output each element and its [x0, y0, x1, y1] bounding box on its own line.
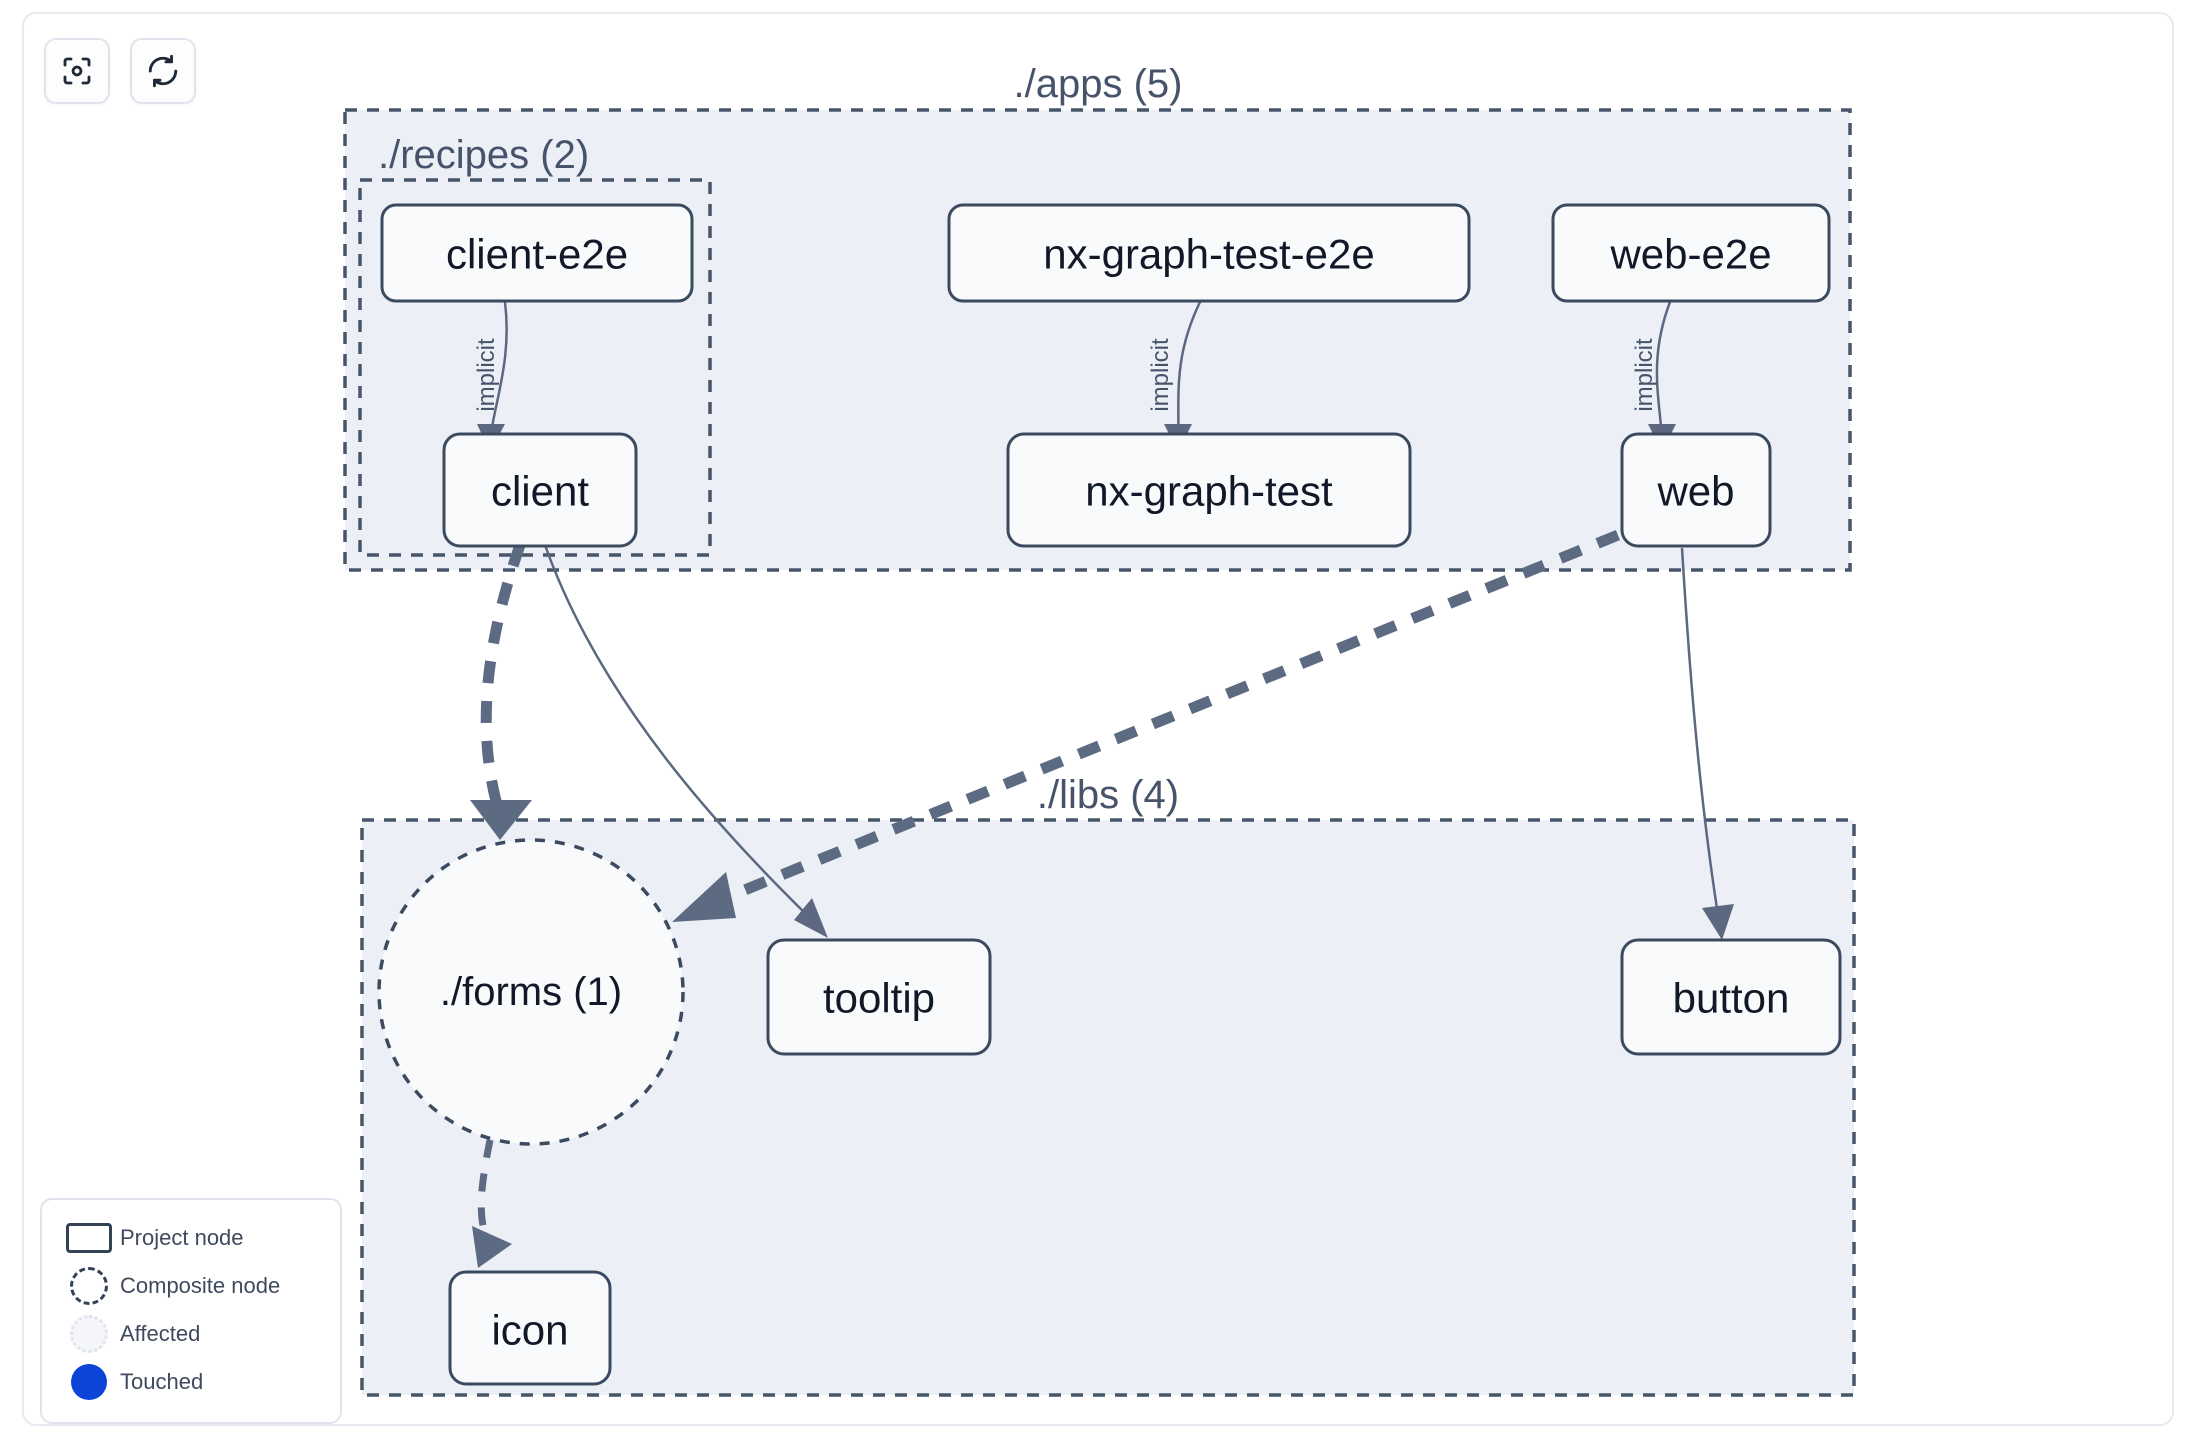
- node-label: client: [491, 468, 589, 515]
- group-recipes-label: ./recipes (2): [378, 133, 589, 177]
- project-node-swatch: [58, 1223, 120, 1253]
- edge-label-implicit: implicit: [1147, 338, 1174, 412]
- edge-client-to-forms[interactable]: [470, 543, 532, 840]
- refresh-button[interactable]: [130, 38, 196, 104]
- arrow-head: [472, 1226, 512, 1268]
- edge-line: [480, 543, 526, 807]
- edge-line: [543, 544, 813, 921]
- node-rect[interactable]: [448, 1270, 612, 1386]
- composite-node-swatch: [58, 1267, 120, 1305]
- node-circle[interactable]: [377, 838, 685, 1146]
- node-rect[interactable]: [947, 203, 1471, 303]
- node-tooltip[interactable]: tooltip: [766, 938, 992, 1056]
- node-label: client-e2e: [446, 231, 628, 278]
- touched-swatch: [58, 1364, 120, 1400]
- node-label: web: [1656, 468, 1734, 515]
- node-client-e2e[interactable]: client-e2e: [380, 203, 694, 303]
- legend-label: Composite node: [120, 1273, 281, 1298]
- refresh-icon: [148, 54, 178, 88]
- node-web-e2e[interactable]: web-e2e: [1551, 203, 1831, 303]
- edge-web-to-button[interactable]: [1680, 547, 1734, 940]
- legend-label: Affected: [120, 1321, 201, 1346]
- legend-item-project-node: Project node: [58, 1214, 324, 1262]
- node-rect[interactable]: [1006, 432, 1412, 548]
- node-rect[interactable]: [1620, 938, 1842, 1056]
- edge-line: [477, 1139, 494, 1242]
- affected-shape: [70, 1315, 108, 1353]
- edge-client-e2e-to-client[interactable]: implicit: [473, 301, 508, 452]
- edge-label-implicit: implicit: [473, 338, 500, 412]
- arrow-head: [794, 898, 828, 938]
- node-label: nx-graph-test-e2e: [1043, 231, 1375, 278]
- edge-label-implicit: implicit: [1631, 338, 1658, 412]
- graph-legend: Project node Composite node Affected Tou…: [40, 1198, 342, 1424]
- node-label: icon: [491, 1307, 568, 1354]
- edge-webe2e-to-web[interactable]: implicit: [1631, 301, 1676, 452]
- legend-label: Touched: [120, 1369, 204, 1394]
- node-rect[interactable]: [380, 203, 694, 303]
- edge-client-to-tooltip[interactable]: [543, 544, 828, 938]
- group-libs-label: ./libs (4): [1037, 773, 1179, 817]
- node-label: ./forms (1): [440, 970, 622, 1014]
- composite-node-shape: [70, 1267, 108, 1305]
- node-label: button: [1673, 975, 1790, 1022]
- edge-line: [717, 514, 1658, 906]
- node-label: nx-graph-test: [1085, 468, 1333, 515]
- focus-target-button[interactable]: [44, 38, 110, 104]
- node-web[interactable]: web: [1620, 432, 1772, 548]
- node-rect[interactable]: [1620, 432, 1772, 548]
- edge-forms-to-icon[interactable]: [472, 1139, 512, 1268]
- arrow-head: [672, 872, 736, 922]
- legend-item-touched: Touched: [58, 1358, 324, 1406]
- arrow-head: [470, 800, 532, 840]
- arrow-head: [1702, 904, 1734, 940]
- node-nx-graph-test-e2e[interactable]: nx-graph-test-e2e: [947, 203, 1471, 303]
- node-rect[interactable]: [442, 432, 638, 548]
- node-icon[interactable]: icon: [448, 1270, 612, 1386]
- edge-web-to-forms[interactable]: [672, 514, 1658, 922]
- edge-line: [1680, 547, 1720, 916]
- focus-target-icon: [63, 57, 91, 85]
- node-label: tooltip: [823, 975, 935, 1022]
- node-rect[interactable]: [766, 938, 992, 1056]
- node-nx-graph-test[interactable]: nx-graph-test: [1006, 432, 1412, 548]
- project-node-shape: [66, 1223, 112, 1253]
- legend-label: Project node: [120, 1225, 244, 1250]
- touched-shape: [71, 1364, 107, 1400]
- graph-toolbar: [44, 38, 196, 104]
- node-rect[interactable]: [1551, 203, 1831, 303]
- legend-item-composite-node: Composite node: [58, 1262, 324, 1310]
- node-forms-composite[interactable]: ./forms (1): [377, 838, 685, 1146]
- node-label: web-e2e: [1609, 231, 1771, 278]
- group-apps-label: ./apps (5): [1014, 62, 1183, 106]
- node-client[interactable]: client: [442, 432, 638, 548]
- node-button[interactable]: button: [1620, 938, 1842, 1056]
- affected-swatch: [58, 1315, 120, 1353]
- legend-item-affected: Affected: [58, 1310, 324, 1358]
